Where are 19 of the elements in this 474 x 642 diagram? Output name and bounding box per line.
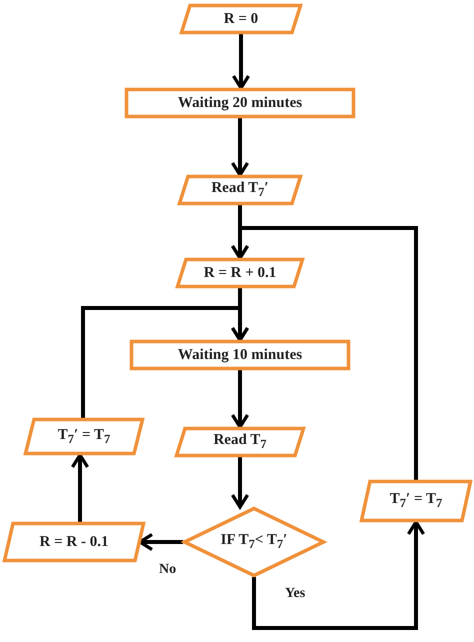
arrow xyxy=(138,532,183,552)
arrow xyxy=(230,370,250,429)
arrow xyxy=(230,457,250,509)
node-text: R = R + 0.1 xyxy=(204,264,276,282)
node-text: T$_{7}$′ = T$_{7}$ xyxy=(58,426,110,446)
arrow xyxy=(230,118,250,177)
arrow xyxy=(81,306,250,418)
node-text: Read T$_{7}$′ xyxy=(211,180,269,200)
arrow xyxy=(230,226,418,480)
node-text: Read T$_{7}$ xyxy=(213,432,267,452)
arrow xyxy=(252,520,426,630)
node-text: R = R - 0.1 xyxy=(40,534,108,550)
node-text: IF T$_{7}$< T$_{7}$′ xyxy=(220,532,288,552)
arrow xyxy=(232,34,250,90)
node-text: Waiting 20 minutes xyxy=(178,94,302,112)
node-text: R = 0 xyxy=(224,10,258,28)
node-text: Waiting 10 minutes xyxy=(178,346,302,364)
arrow xyxy=(70,453,90,522)
node-text: T$_{7}$′ = T$_{7}$ xyxy=(390,491,442,511)
